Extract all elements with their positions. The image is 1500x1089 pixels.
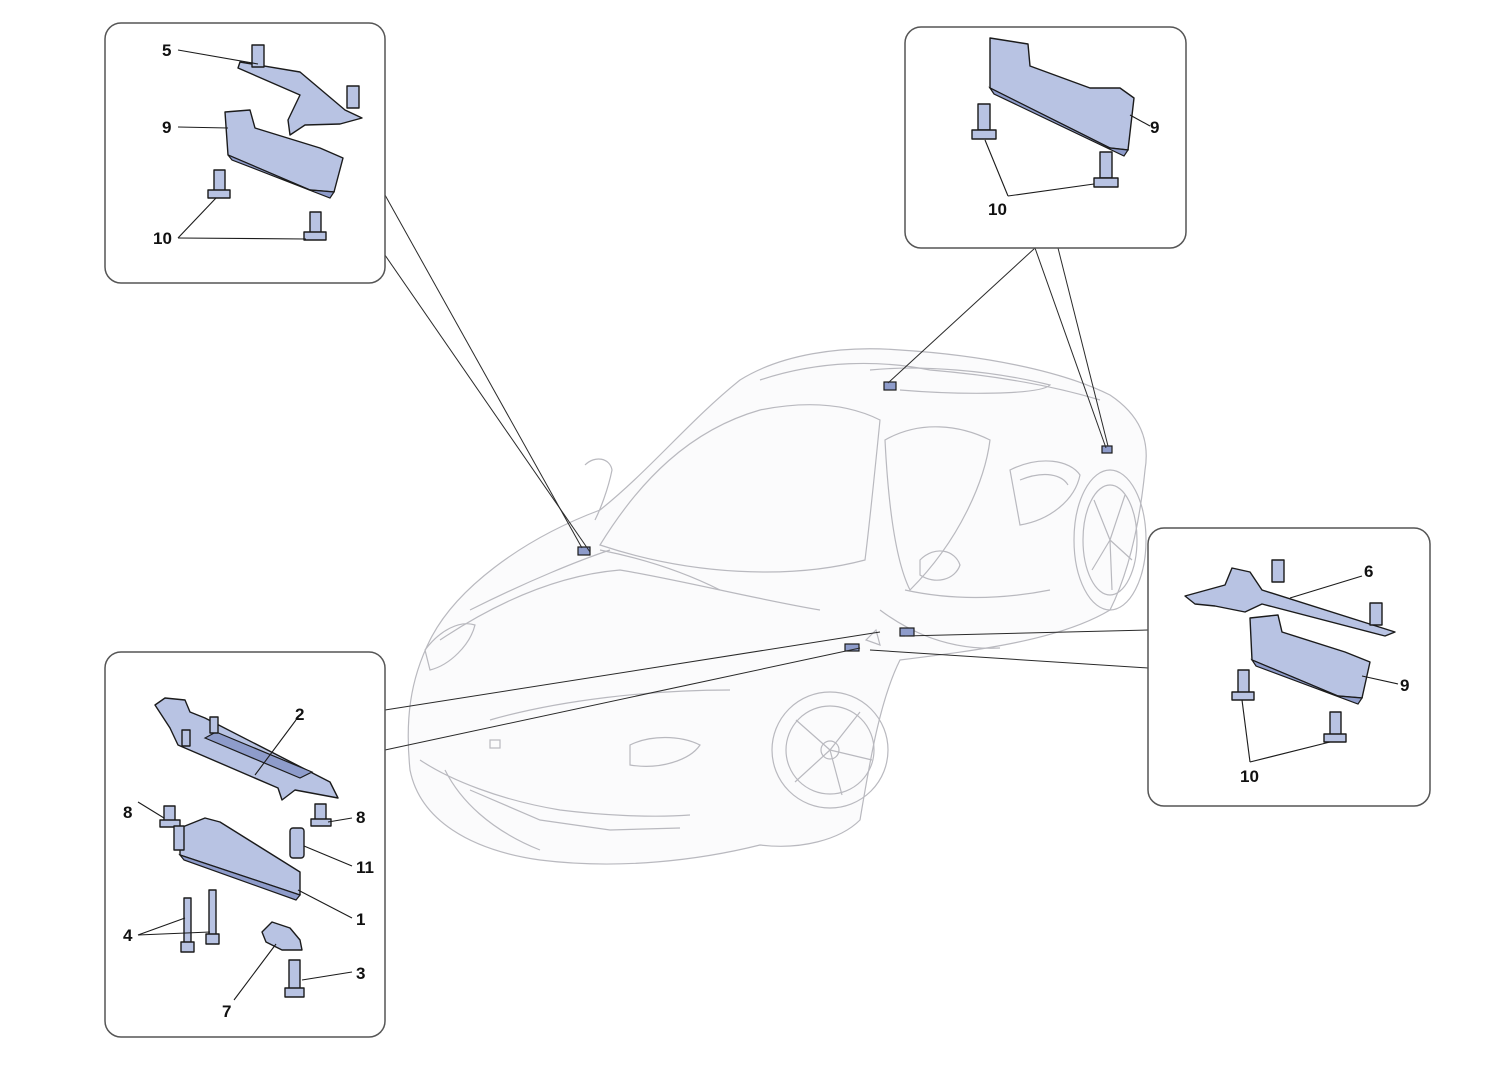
car-outline [407,348,1147,865]
top-right-parts: 9 10 [971,37,1159,219]
label-10: 10 [153,229,172,248]
mark-rear [1101,445,1113,454]
label-10: 10 [1240,767,1259,786]
label-11: 11 [356,858,374,877]
label-5: 5 [162,41,171,60]
label-4: 4 [123,926,133,945]
bracket-part-6 [1184,567,1396,637]
label-9: 9 [162,118,171,137]
callout-top-right [904,26,1187,249]
label-2: 2 [295,705,304,724]
mark-sill-2 [844,643,860,652]
bracket-part-5 [237,61,363,136]
bottom-left-parts: 2 8 8 11 1 4 3 7 [123,697,374,1021]
label-8a: 8 [123,803,132,822]
mark-roof [883,381,897,391]
label-1: 1 [356,910,365,929]
right-parts: 6 9 10 [1184,559,1409,786]
car-part-marks [577,381,1113,652]
label-7: 7 [222,1002,231,1021]
label-10: 10 [988,200,1007,219]
top-left-parts: 5 9 10 [153,41,363,248]
label-8b: 8 [356,808,365,827]
label-3: 3 [356,964,365,983]
mark-sill-1 [899,627,915,637]
label-9: 9 [1400,676,1409,695]
label-9: 9 [1150,118,1159,137]
label-6: 6 [1364,562,1373,581]
mark-front-left [577,546,591,556]
connector-lines [377,194,1149,751]
bracket-part-7 [261,921,303,951]
